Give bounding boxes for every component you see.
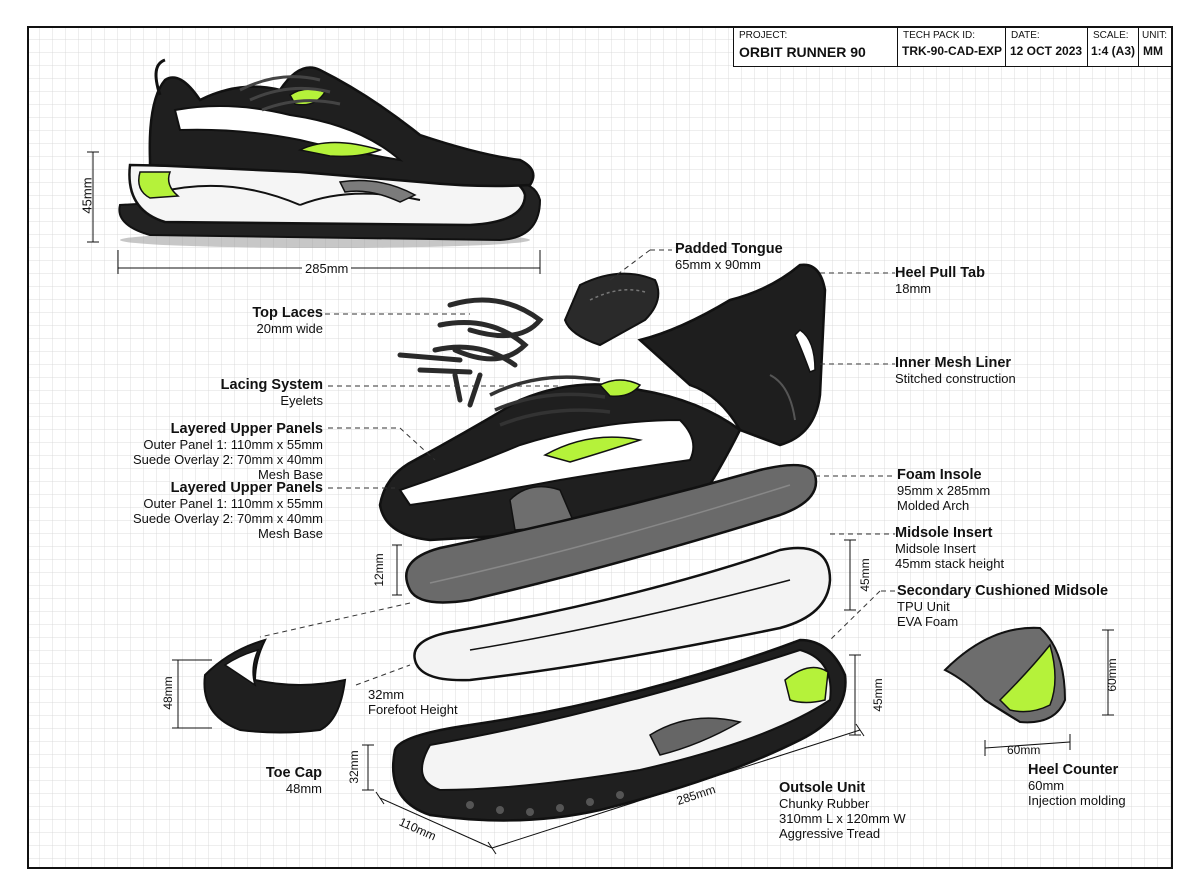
callout-midsole-insert: Midsole Insert Midsole Insert 45mm stack… <box>895 525 1004 572</box>
scale-cell: SCALE: 1:4 (A3) <box>1087 27 1141 67</box>
project-name: ORBIT RUNNER 90 <box>739 44 866 60</box>
callout-detail: Aggressive Tread <box>779 825 881 841</box>
callout-heel-pull-tab: Heel Pull Tab 18mm <box>895 265 985 297</box>
scale-caption: SCALE: <box>1093 30 1129 41</box>
callout-detail: 48mm <box>285 780 322 796</box>
heel-counter-width-dimension: 60mm <box>1007 743 1041 757</box>
callout-detail: 32mm <box>368 687 405 702</box>
outsole-front-height-dimension: 32mm <box>347 750 361 784</box>
toe-cap-drawing <box>203 638 347 734</box>
callout-title: Foam Insole <box>897 467 982 483</box>
callout-lacing-system: Lacing System Eyelets <box>221 377 323 409</box>
callout-title: Secondary Cushioned Midsole <box>897 583 1109 599</box>
tech-pack-cell: TECH PACK ID: TRK-90-CAD-EXP <box>897 27 1007 67</box>
outsole-height-dimension: 45mm <box>871 678 885 712</box>
unit-cell: UNIT: MM <box>1138 27 1172 67</box>
component-dimension-lines <box>172 539 1114 855</box>
callout-secondary-midsole: Secondary Cushioned Midsole TPU Unit EVA… <box>897 583 1108 630</box>
midsole-insert-drawing <box>413 546 832 682</box>
foam-insole-drawing <box>405 463 818 604</box>
callout-detail: Molded Arch <box>897 497 970 513</box>
callout-title: Top Laces <box>252 305 323 321</box>
assembled-shoe-drawing <box>118 58 542 248</box>
callout-detail: TPU Unit <box>897 598 950 614</box>
callout-title: Inner Mesh Liner <box>895 355 1012 371</box>
callout-detail: Suede Overlay 2: 70mm x 40mm <box>132 510 323 526</box>
heel-counter-height-dimension: 60mm <box>1105 658 1119 692</box>
callout-toe-cap: Toe Cap 48mm <box>266 765 322 797</box>
callout-detail: 60mm <box>1028 777 1065 793</box>
scale-value: 1:4 (A3) <box>1091 44 1136 58</box>
callout-outsole-unit: Outsole Unit Chunky Rubber 310mm L x 120… <box>779 780 906 841</box>
callout-detail: Midsole Insert <box>895 540 976 556</box>
callout-title: Midsole Insert <box>895 525 993 541</box>
midsole-height-dimension: 45mm <box>858 558 872 592</box>
date-value: 12 OCT 2023 <box>1010 44 1083 58</box>
assembled-length-dimension: 285mm <box>302 261 352 276</box>
callout-detail: 65mm x 90mm <box>675 256 761 272</box>
project-caption: PROJECT: <box>739 30 788 41</box>
callout-detail: Chunky Rubber <box>779 795 870 811</box>
callout-detail: 45mm stack height <box>895 555 1005 571</box>
toe-cap-height-dimension: 48mm <box>161 676 175 710</box>
tech-pack-caption: TECH PACK ID: <box>903 30 976 41</box>
outsole-unit-drawing <box>391 638 847 822</box>
callout-detail: Suede Overlay 2: 70mm x 40mm <box>132 451 323 467</box>
callout-forefoot-height: 32mm Forefoot Height <box>368 687 458 718</box>
tech-pack-id: TRK-90-CAD-EXP <box>902 44 1003 58</box>
callout-detail: EVA Foam <box>897 613 959 629</box>
callout-upper-panels-1: Layered Upper Panels Outer Panel 1: 110m… <box>133 421 323 482</box>
callout-title: Heel Pull Tab <box>895 265 985 281</box>
assembled-height-dimension: 45mm <box>79 177 95 214</box>
sheet-border <box>27 26 1173 869</box>
callout-detail: 18mm <box>895 280 932 296</box>
callout-title: Toe Cap <box>265 765 322 781</box>
callout-detail: Injection molding <box>1028 792 1126 808</box>
heel-counter-drawing <box>943 626 1067 724</box>
callout-padded-tongue: Padded Tongue 65mm x 90mm <box>675 241 783 273</box>
leader-lines <box>259 249 895 686</box>
callout-heel-counter: Heel Counter 60mm Injection molding <box>1028 762 1126 809</box>
callout-title: Lacing System <box>220 377 323 393</box>
callout-detail: Mesh Base <box>257 466 323 482</box>
callout-foam-insole: Foam Insole 95mm x 285mm Molded Arch <box>897 467 990 514</box>
unit-value: MM <box>1143 44 1163 58</box>
top-laces-drawing <box>397 297 544 408</box>
callout-detail: Outer Panel 1: 110mm x 55mm <box>143 436 323 452</box>
callout-title: Layered Upper Panels <box>170 480 323 496</box>
callout-detail: Stitched construction <box>895 370 1016 386</box>
callout-inner-mesh-liner: Inner Mesh Liner Stitched construction <box>895 355 1016 387</box>
callout-title: Layered Upper Panels <box>170 421 323 437</box>
callout-detail: 20mm wide <box>256 320 323 336</box>
callout-detail: 95mm x 285mm <box>897 482 991 498</box>
date-cell: DATE: 12 OCT 2023 <box>1005 27 1090 67</box>
callout-detail: Forefoot Height <box>368 701 458 717</box>
callout-detail: Outer Panel 1: 110mm x 55mm <box>143 495 323 511</box>
callout-detail: Mesh Base <box>257 525 323 541</box>
callout-detail: Eyelets <box>280 392 323 408</box>
callout-title: Padded Tongue <box>675 241 783 257</box>
callout-upper-panels-2: Layered Upper Panels Outer Panel 1: 110m… <box>133 480 323 541</box>
project-cell: PROJECT: ORBIT RUNNER 90 <box>733 27 900 67</box>
callout-title: Outsole Unit <box>779 780 866 796</box>
insole-thickness-dimension: 12mm <box>372 553 386 587</box>
callout-title: Heel Counter <box>1028 762 1119 778</box>
date-caption: DATE: <box>1011 30 1040 41</box>
inner-mesh-liner-drawing <box>637 263 827 447</box>
unit-caption: UNIT: <box>1142 30 1167 41</box>
callout-detail: 310mm L x 120mm W <box>779 810 906 826</box>
callout-top-laces: Top Laces 20mm wide <box>252 305 323 337</box>
